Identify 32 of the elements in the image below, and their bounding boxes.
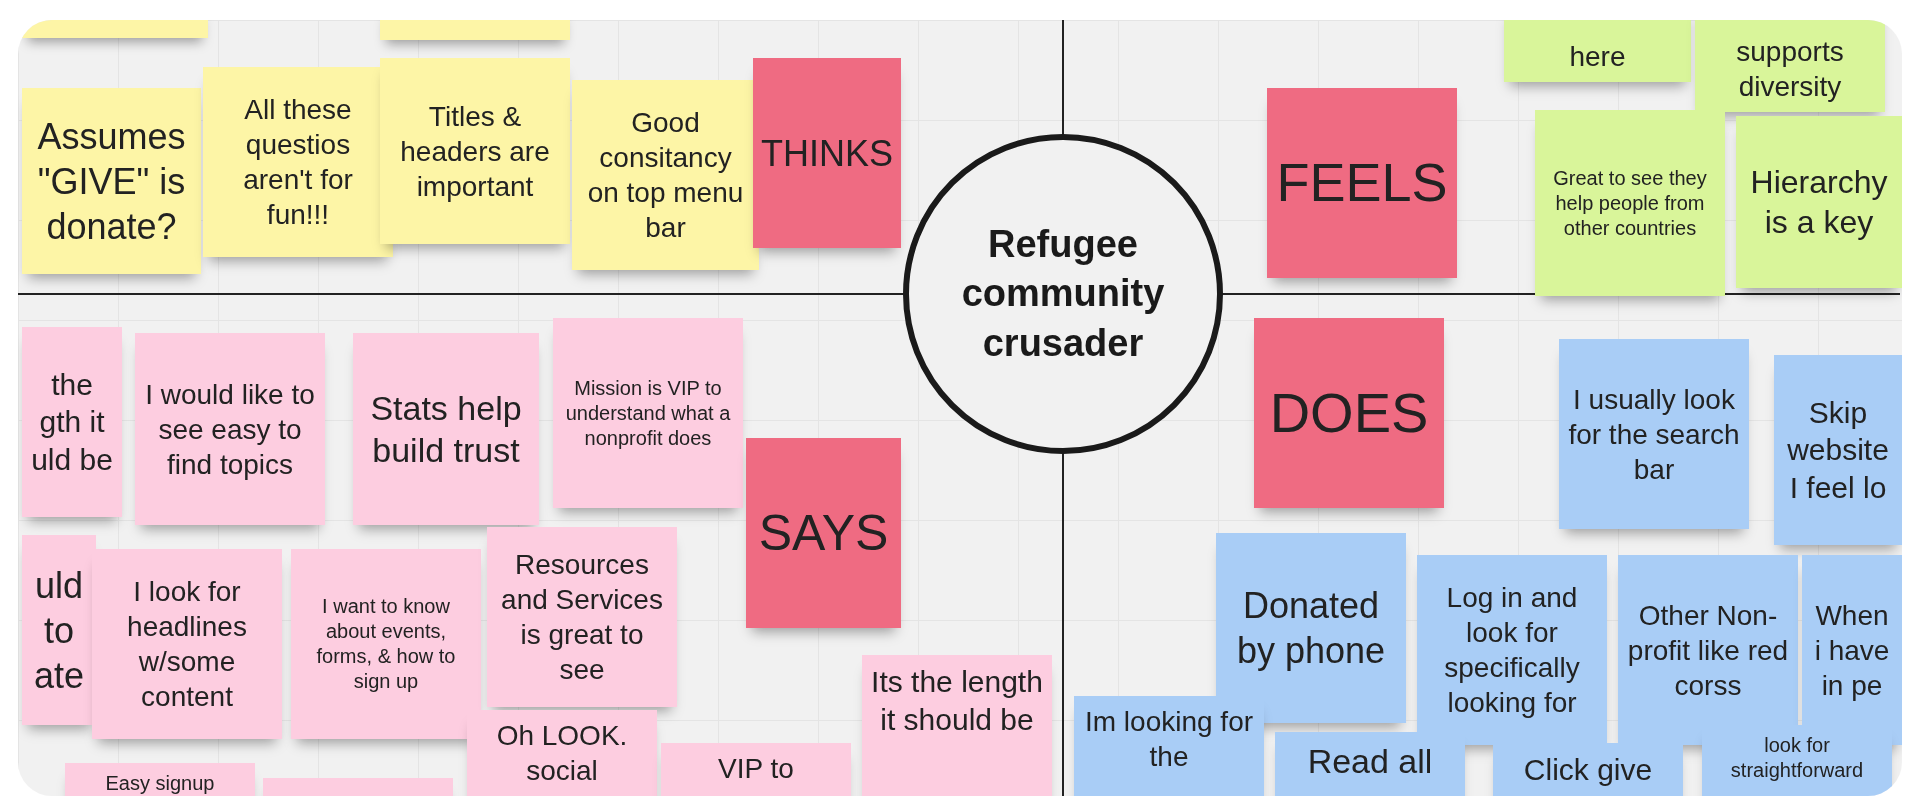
sticky-note: Skip website I feel lo [1774, 355, 1902, 545]
sticky-note: Log in and look for specifically looking for [1417, 555, 1607, 745]
sticky-note: Im looking for the [1074, 696, 1264, 796]
sticky-note: THINKS [753, 58, 901, 248]
sticky-note: I usually look for the search bar [1559, 339, 1749, 529]
sticky-note: look for straightforward [1702, 725, 1892, 796]
sticky-note: Titles & headers are important [380, 58, 570, 244]
sticky-note: I look for headlines w/some content [92, 549, 282, 739]
sticky-note: All these questios aren't for fun!!! [203, 67, 393, 257]
sticky-note: SAYS [746, 438, 901, 628]
sticky-note: Mission is VIP to understand what a nonprofit does [553, 318, 743, 508]
sticky-note: DOES [1254, 318, 1444, 508]
sticky-note: Resources and Services is great to see [487, 527, 677, 707]
sticky-note: Click give [1493, 743, 1683, 796]
sticky-note: the gth it uld be [22, 327, 122, 517]
sticky-note: Good consitancy on top menu bar [572, 80, 759, 270]
sticky-note: Read all [1275, 732, 1465, 796]
sticky-note: Hierarchy is a key [1736, 116, 1902, 288]
sticky-note: FEELS [1267, 88, 1457, 278]
sticky-note: supports diversity [1695, 20, 1885, 112]
sticky-note: Great to see they help people from other countries [1535, 110, 1725, 296]
sticky-note: Oh LOOK. social [467, 710, 657, 796]
sticky-note: I want to know about events, forms, & how to sign up [291, 549, 481, 739]
sticky-note: Assumes "GIVE" is donate? [22, 88, 201, 274]
sticky-note: Easy signup [65, 763, 255, 796]
sticky-note: here [1504, 20, 1691, 82]
sticky-note: uld to ate [22, 535, 96, 725]
sticky-note: Stats help build trust [353, 333, 539, 525]
sticky-note: VIP to [661, 743, 851, 796]
sticky-note: Its the length it should be [862, 655, 1052, 796]
persona-circle: Refugee community crusader [903, 134, 1223, 454]
sticky-note: I would like to see easy to find topics [135, 333, 325, 525]
